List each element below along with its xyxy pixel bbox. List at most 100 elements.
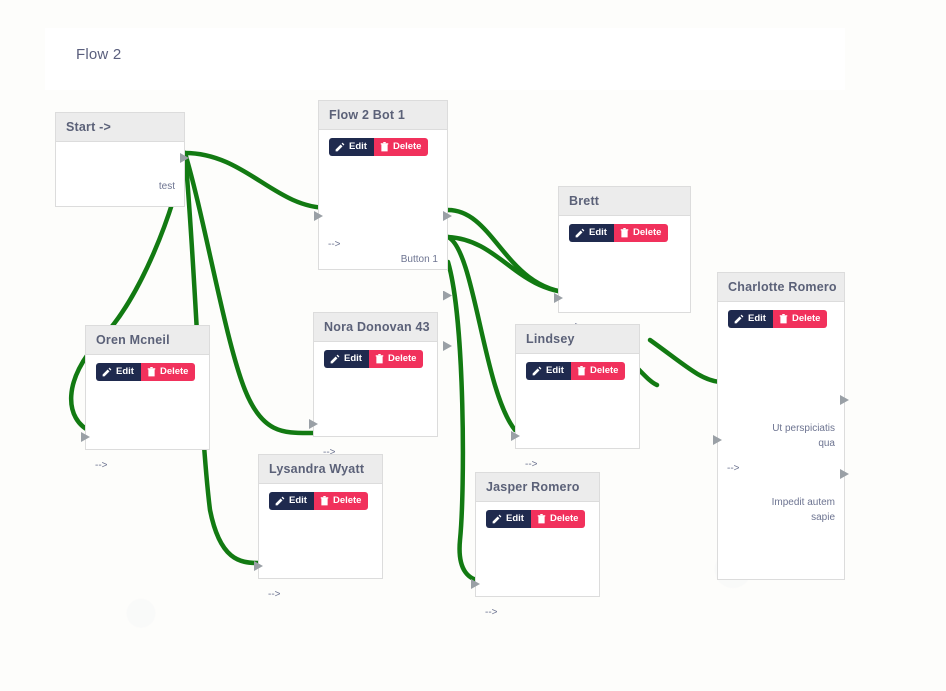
edit-button-label: Edit <box>344 353 362 365</box>
node-flow2bot1[interactable]: Flow 2 Bot 1 Edit <box>314 100 452 380</box>
edit-button[interactable]: Edit <box>269 492 314 510</box>
delete-button-label: Delete <box>392 141 422 153</box>
port-label: test <box>158 181 175 192</box>
port-label: --> <box>95 460 108 471</box>
port-label: Impedit autem sapie <box>771 497 835 523</box>
port-label-out-1: Button 1 <box>400 253 438 265</box>
edit-button-label: Edit <box>589 227 607 239</box>
port-list: --> <box>81 381 209 485</box>
port-list: --> Ut perspiciatis qua Impedit autem sa… <box>713 328 849 536</box>
port-out-charlotte-2[interactable]: Impedit autem sapie <box>754 466 849 526</box>
node-start[interactable]: Start -> test <box>55 112 189 207</box>
node-body: Edit Delete --> <box>713 302 849 536</box>
port-list: test <box>56 142 189 206</box>
edit-button[interactable]: Edit <box>728 310 773 328</box>
port-in-oren[interactable]: --> <box>81 429 209 475</box>
port-out-test[interactable]: test <box>56 150 189 196</box>
node-lindsey[interactable]: Lindsey Edit <box>511 324 640 470</box>
node-brett[interactable]: Brett Edit <box>554 186 691 332</box>
flow-canvas[interactable]: Start -> test Flow 2 Bot 1 <box>45 90 849 635</box>
port-in-nora[interactable]: --> <box>309 416 437 462</box>
port-list: --> <box>511 380 639 484</box>
port-arrow-icon <box>471 579 480 589</box>
port-out-charlotte-1[interactable]: Ut perspiciatis qua <box>754 392 849 452</box>
node-oren-mcneil[interactable]: Oren Mcneil Edit <box>81 325 210 471</box>
node-lysandra-wyatt[interactable]: Lysandra Wyatt Edit <box>254 454 383 600</box>
port-arrow-icon <box>511 431 520 441</box>
pencil-edit-icon <box>102 367 112 377</box>
port-list: --> <box>309 368 437 472</box>
delete-button[interactable]: Delete <box>140 363 196 381</box>
port-arrow-icon <box>443 211 452 221</box>
edit-button[interactable]: Edit <box>324 350 369 368</box>
edit-button-label: Edit <box>116 366 134 378</box>
node-actions: Edit Delete <box>314 342 437 368</box>
edge-button1-to-brett <box>445 207 576 296</box>
delete-button-label: Delete <box>589 365 619 377</box>
port-list: --> <box>471 528 599 632</box>
node-title: Brett <box>559 187 690 216</box>
node-body: Edit Delete --> <box>81 355 209 485</box>
pencil-edit-icon <box>330 354 340 364</box>
node-body: test <box>56 142 189 206</box>
port-arrow-icon <box>254 561 263 571</box>
port-arrow-icon <box>840 395 849 405</box>
port-arrow-icon <box>309 419 318 429</box>
delete-button[interactable]: Delete <box>613 224 669 242</box>
node-actions: Edit Delete <box>259 484 382 510</box>
port-arrow-icon <box>443 290 452 301</box>
pencil-edit-icon <box>335 142 345 152</box>
edge-button2-to-lindsey <box>445 234 518 433</box>
port-in-lindsey[interactable]: --> <box>511 428 639 474</box>
node-title: Flow 2 Bot 1 <box>319 101 447 130</box>
edit-button-label: Edit <box>349 141 367 153</box>
delete-button[interactable]: Delete <box>313 492 369 510</box>
flow-header-bar: Flow 2 <box>45 28 845 90</box>
pencil-edit-icon <box>492 514 502 524</box>
delete-button-label: Delete <box>332 495 362 507</box>
port-arrow-icon <box>314 211 323 221</box>
node-body: Edit Delete --> <box>254 484 382 614</box>
node-title: Lindsey <box>516 325 639 354</box>
port-in-lysandra[interactable]: --> <box>254 558 382 604</box>
delete-button-label: Delete <box>791 313 821 325</box>
edit-button-label: Edit <box>546 365 564 377</box>
delete-button-label: Delete <box>387 353 417 365</box>
port-label: --> <box>323 447 336 458</box>
pencil-edit-icon <box>275 496 285 506</box>
node-body: Edit Delete --> <box>471 502 599 632</box>
delete-button[interactable]: Delete <box>570 362 626 380</box>
node-charlotte-romero[interactable]: Charlotte Romero Edit <box>713 272 849 580</box>
delete-button[interactable]: Delete <box>772 310 828 328</box>
node-nora-donovan[interactable]: Nora Donovan 43 Edit <box>309 312 438 458</box>
port-label: --> <box>268 589 281 600</box>
port-in-flow2bot1[interactable]: --> Button 1 <box>314 208 452 283</box>
trash-delete-icon <box>537 514 546 524</box>
port-arrow-icon <box>554 293 563 303</box>
node-actions: Edit Delete <box>718 302 844 328</box>
edit-button[interactable]: Edit <box>569 224 614 242</box>
node-title: Charlotte Romero <box>718 273 844 302</box>
edit-button[interactable]: Edit <box>96 363 141 381</box>
port-label: Ut perspiciatis qua <box>772 423 835 449</box>
port-in-charlotte[interactable]: --> <box>713 432 749 478</box>
edit-button-label: Edit <box>506 513 524 525</box>
pencil-edit-icon <box>734 314 744 324</box>
delete-button-label: Delete <box>159 366 189 378</box>
delete-button[interactable]: Delete <box>530 510 586 528</box>
delete-button[interactable]: Delete <box>368 350 424 368</box>
edit-button[interactable]: Edit <box>526 362 571 380</box>
edge-button2-to-brett <box>445 234 576 296</box>
node-jasper-romero[interactable]: Jasper Romero Edit <box>471 472 600 618</box>
port-list: --> <box>254 510 382 614</box>
node-title: Nora Donovan 43 <box>314 313 437 342</box>
trash-delete-icon <box>380 142 389 152</box>
node-title: Oren Mcneil <box>86 326 209 355</box>
edit-button[interactable]: Edit <box>486 510 531 528</box>
edit-button[interactable]: Edit <box>329 138 374 156</box>
node-title: Jasper Romero <box>476 473 599 502</box>
edge-lindsey-out-to-charlotte <box>647 337 723 385</box>
port-in-jasper[interactable]: --> <box>471 576 599 622</box>
delete-button[interactable]: Delete <box>373 138 429 156</box>
